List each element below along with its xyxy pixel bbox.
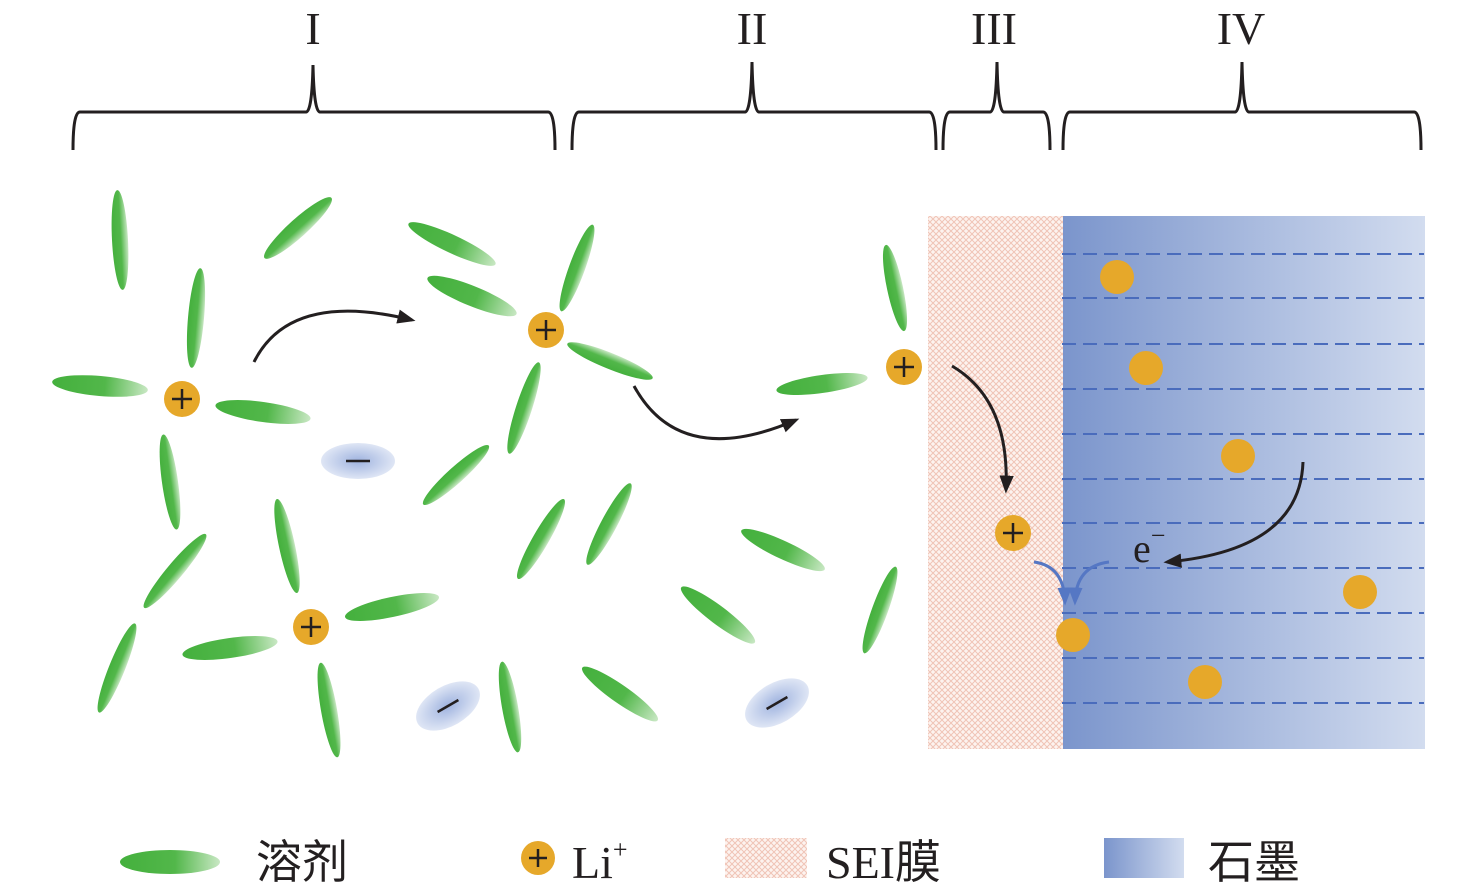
solvent-molecule [581, 666, 659, 722]
solvent-molecule [507, 362, 541, 454]
minus-sign-icon [765, 695, 789, 711]
arrow-electron [1163, 461, 1305, 568]
arrow-solvated-hop-1 [252, 309, 416, 363]
legend: 溶剂 Li+ SEI膜 石墨 [120, 835, 1300, 888]
legend-graphite-label: 石墨 [1208, 837, 1300, 888]
li-ion [528, 312, 564, 348]
electron-label: e− [1133, 521, 1165, 571]
bracket-region-iv [1061, 61, 1423, 151]
solvent-molecule [317, 662, 341, 758]
solvent-molecule [111, 190, 129, 290]
region-label-iv: IV [1217, 3, 1266, 54]
solvent-molecule [680, 586, 756, 644]
solvent-molecule [559, 224, 595, 312]
bracket-region-ii [570, 61, 938, 151]
arrow-li-reduction [1033, 560, 1072, 606]
legend-solvent-label: 溶剂 [256, 837, 348, 888]
solvent-molecule [422, 444, 490, 506]
solvent-molecule [516, 498, 566, 580]
minus-sign-icon [436, 698, 460, 714]
graphite-layer-lines [1062, 253, 1424, 704]
legend-graphite-swatch [1104, 838, 1184, 878]
solvent-molecule [97, 623, 137, 713]
intercalated-li [1056, 618, 1090, 652]
solvent-molecule [143, 533, 207, 609]
solvent-molecule [52, 375, 148, 397]
intercalated-li [1100, 260, 1134, 294]
legend-sei-label: SEI膜 [826, 837, 941, 888]
graphite-electrode [1063, 216, 1425, 749]
plus-sign-icon [301, 617, 321, 637]
solvent-molecule [776, 373, 868, 395]
arrow-desolvation [951, 364, 1014, 494]
region-label-ii: II [737, 3, 768, 54]
migration-arrows [252, 309, 1305, 568]
solvent-molecules [52, 190, 908, 758]
region-label-i: I [305, 3, 320, 54]
region-brackets [71, 61, 1423, 151]
anion [321, 443, 395, 479]
li-ion [995, 515, 1031, 551]
intercalated-li [1343, 575, 1377, 609]
anions [321, 443, 809, 731]
anion [416, 681, 480, 731]
intercalated-li [1188, 665, 1222, 699]
li-ion [164, 381, 200, 417]
solvent-molecule [741, 528, 825, 572]
arrow-e-reduction [1068, 560, 1110, 606]
solvent-molecule [274, 499, 300, 593]
li-ion [293, 609, 329, 645]
intercalated-li [1221, 439, 1255, 473]
solvent-molecule [882, 244, 908, 332]
legend-solvent-icon [120, 850, 220, 874]
bracket-region-i [71, 64, 557, 151]
solvent-molecule [182, 636, 278, 660]
solvent-molecule [408, 222, 496, 266]
plus-sign-icon [172, 389, 192, 409]
plus-sign-icon [1003, 523, 1023, 543]
li-ion [886, 349, 922, 385]
arrow-solvated-hop-2 [632, 385, 800, 441]
plus-sign-icon [894, 357, 914, 377]
solvent-molecule [567, 342, 653, 380]
solvent-molecule [586, 483, 632, 565]
solvent-molecule [159, 434, 181, 530]
solvent-molecule [345, 593, 439, 621]
legend-sei-swatch [725, 838, 807, 878]
solvent-molecule [186, 268, 206, 368]
anion [745, 678, 809, 728]
reduction-arrows [1033, 560, 1110, 606]
li-ions [164, 260, 1377, 699]
legend-li-ion-icon [521, 841, 555, 875]
bracket-region-iii [941, 61, 1052, 151]
intercalated-li [1129, 351, 1163, 385]
solvent-molecule [498, 661, 522, 753]
solvent-molecule [264, 197, 332, 259]
sei-film-layer [928, 216, 1064, 749]
solvent-molecule [862, 566, 898, 654]
legend-li-ion-label: Li+ [572, 835, 628, 888]
solvent-molecule [427, 275, 517, 317]
region-label-iii: III [971, 3, 1017, 54]
solvent-molecule [215, 400, 311, 424]
plus-sign-icon [536, 320, 556, 340]
